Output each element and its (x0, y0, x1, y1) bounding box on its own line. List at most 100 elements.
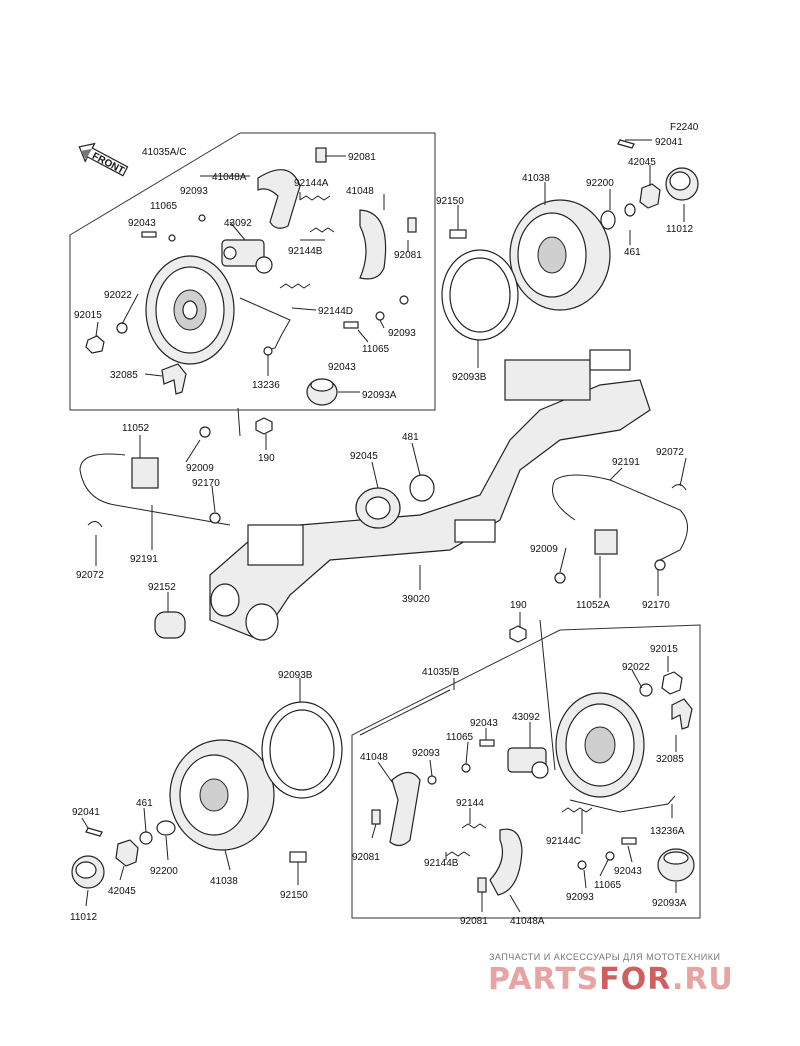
label-92081-c: 92081 (352, 852, 380, 863)
label-92009-right: 92009 (530, 544, 558, 555)
label-92150-bot: 92150 (280, 890, 308, 901)
label-92191-left: 92191 (130, 554, 158, 565)
label-461-top: 461 (624, 247, 641, 258)
label-92170-left: 92170 (192, 478, 220, 489)
label-11012-top: 11012 (666, 224, 694, 235)
brake-shoe-upper-b (359, 209, 387, 280)
label-41048A-top: 41048A (212, 172, 247, 183)
brake-drum-lower (169, 739, 275, 851)
label-92093A-bot: 92093A (652, 898, 687, 909)
diagram-code: F2240 (670, 122, 699, 133)
label-41038-top: 41038 (522, 173, 550, 184)
label-92043-b: 92043 (328, 362, 356, 373)
wheel-cylinder-upper (221, 239, 273, 274)
label-92093B-top: 92093B (452, 372, 487, 383)
label-92144A: 92144A (294, 178, 329, 189)
label-190-mid: 190 (510, 600, 527, 611)
label-92144B-bot: 92144B (424, 858, 459, 869)
label-92081-a: 92081 (348, 152, 376, 163)
label-13236: 13236 (252, 380, 280, 391)
label-92072-right: 92072 (656, 447, 684, 458)
label-41048-bot: 41048 (360, 752, 388, 763)
label-92043-d: 92043 (614, 866, 642, 877)
label-92093A-top: 92093A (362, 390, 397, 401)
label-461-bot: 461 (136, 798, 153, 809)
label-92043-a: 92043 (128, 218, 156, 229)
leader-lines (81, 139, 687, 913)
label-41048-top: 41048 (346, 186, 374, 197)
label-92152: 92152 (148, 582, 176, 593)
label-32085-top: 32085 (110, 370, 138, 381)
hub-parts-upper (449, 139, 699, 239)
circlip-481 (409, 474, 435, 502)
label-92081-b: 92081 (394, 250, 422, 261)
brake-cable-left (79, 426, 231, 526)
label-92191-right: 92191 (612, 457, 640, 468)
upper-left-assembly-box (69, 132, 436, 411)
label-92015-bot: 92015 (650, 644, 678, 655)
label-92041-top: 92041 (655, 137, 683, 148)
front-arrow-icon: FRONT (78, 142, 129, 177)
bolts-190 (255, 417, 527, 643)
label-11065-d: 11065 (594, 880, 622, 891)
oil-seal-92152 (154, 611, 186, 639)
label-92081-d: 92081 (460, 916, 488, 927)
hub-parts-lower (71, 820, 307, 889)
label-11065-c: 11065 (446, 732, 474, 743)
label-41048A-bot: 41048A (510, 916, 545, 927)
small-parts-lower (371, 671, 695, 893)
small-parts-upper (85, 147, 417, 406)
lever-13236 (239, 297, 291, 356)
label-190-top: 190 (258, 453, 275, 464)
brake-drum-upper (509, 199, 611, 311)
brake-cable-right (552, 474, 688, 584)
label-92170-right: 92170 (642, 600, 670, 611)
label-92093-a: 92093 (180, 186, 208, 197)
brake-backing-plate-lower (555, 692, 645, 798)
watermark-caption: ЗАПЧАСТИ И АКСЕССУАРЫ ДЛЯ МОТОТЕХНИКИ (489, 952, 721, 962)
label-13236A: 13236A (650, 826, 685, 837)
label-92144B-top: 92144B (288, 246, 323, 257)
label-11065-b: 11065 (362, 344, 390, 355)
label-41038-bot: 41038 (210, 876, 238, 887)
label-11012-bot: 11012 (70, 912, 98, 923)
lower-right-assembly-box (351, 624, 701, 919)
bearing-92045 (355, 487, 401, 529)
brake-lining-ring-upper (441, 249, 519, 341)
label-92072-left: 92072 (76, 570, 104, 581)
label-92144D: 92144D (318, 306, 353, 317)
label-92200-top: 92200 (586, 178, 614, 189)
label-92093B-bot: 92093B (278, 670, 313, 681)
label-11052A: 11052A (576, 600, 610, 611)
label-92093-d: 92093 (566, 892, 594, 903)
label-92022-bot: 92022 (622, 662, 650, 673)
springs-upper (279, 195, 335, 289)
label-39020: 39020 (402, 594, 430, 605)
label-42045-top: 42045 (628, 157, 656, 168)
clips-92072 (87, 484, 687, 528)
watermark-logo-parts: PARTS (488, 962, 600, 997)
brake-shoe-upper-a (257, 169, 301, 229)
label-92144: 92144 (456, 798, 484, 809)
watermark-logo-ru: .RU (671, 962, 734, 997)
brake-shoe-lower-a (389, 771, 421, 847)
watermark-logo-for: FOR (599, 962, 672, 997)
label-92150-top: 92150 (436, 196, 464, 207)
label-92093-b: 92093 (388, 328, 416, 339)
label-92041-bot: 92041 (72, 807, 100, 818)
label-92015-top: 92015 (74, 310, 102, 321)
label-41035AC: 41035A/C (142, 147, 186, 158)
wheel-cylinder-lower (507, 747, 549, 779)
watermark-logo: PARTSFOR.RU (488, 962, 788, 997)
label-41035B: 41035/B (422, 667, 460, 678)
brake-shoe-lower-b (489, 828, 523, 896)
label-92200-bot: 92200 (150, 866, 178, 877)
label-92043-c: 92043 (470, 718, 498, 729)
rear-axle-housing (209, 349, 651, 641)
label-92009-left: 92009 (186, 463, 214, 474)
label-92144C: 92144C (546, 836, 581, 847)
label-92022-top: 92022 (104, 290, 132, 301)
front-label: FRONT (90, 151, 126, 177)
label-92093-c: 92093 (412, 748, 440, 759)
